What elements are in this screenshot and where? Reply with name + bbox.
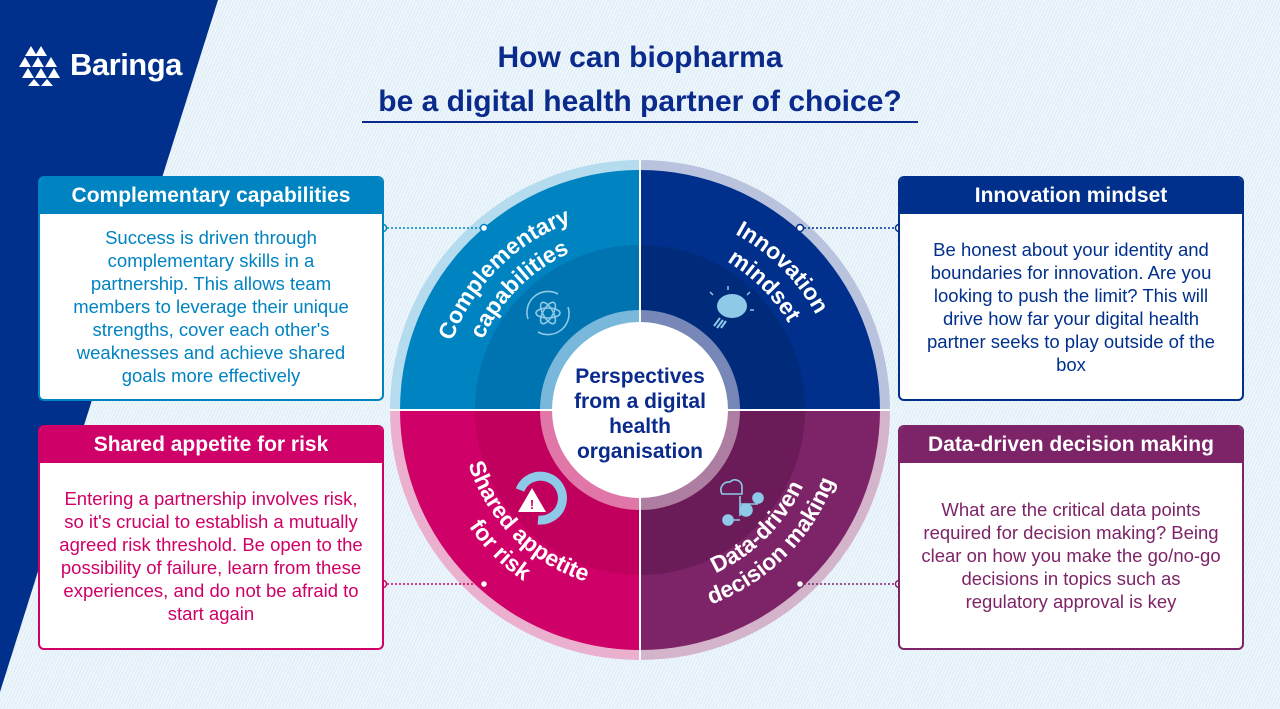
card-innovation-mindset: Innovation mindset Be honest about your … xyxy=(898,176,1244,401)
title-line-2: be a digital health partner of choice? xyxy=(378,85,902,118)
title-underline xyxy=(362,121,918,123)
risk-gauge-icon: ! xyxy=(515,471,567,525)
connector-dot xyxy=(479,223,489,233)
data-decision-tree-icon xyxy=(720,479,764,526)
card-header: Complementary capabilities xyxy=(40,178,382,214)
center-label-line: from a digital xyxy=(574,390,706,413)
card-body: Entering a partnership involves risk, so… xyxy=(59,487,363,624)
page-title: How can biopharma be a digital health pa… xyxy=(362,36,918,124)
card-header: Shared appetite for risk xyxy=(40,427,382,463)
baringa-logo-icon xyxy=(19,46,60,86)
connector-dot xyxy=(795,223,805,233)
center-label-line: organisation xyxy=(577,440,703,463)
baringa-logo: Baringa xyxy=(18,44,182,86)
card-data-driven-decision-making: Data-driven decision making What are the… xyxy=(898,425,1244,650)
card-body: Success is driven through complementary … xyxy=(73,227,349,386)
card-body: What are the critical data points requir… xyxy=(921,499,1221,612)
atom-cycle-icon xyxy=(526,290,570,336)
card-header: Innovation mindset xyxy=(900,178,1242,214)
brand-name: Baringa xyxy=(70,47,182,82)
connector-dot xyxy=(795,579,805,589)
card-shared-appetite-for-risk: Shared appetite for risk Entering a part… xyxy=(38,425,384,650)
center-circle xyxy=(552,322,728,498)
card-header: Data-driven decision making xyxy=(900,427,1242,463)
center-label-line: health xyxy=(609,415,671,438)
title-line-1: How can biopharma xyxy=(497,41,783,74)
card-body: Be honest about your identity and bounda… xyxy=(927,238,1215,375)
connector-dot xyxy=(479,579,489,589)
svg-text:!: ! xyxy=(530,497,534,512)
card-complementary-capabilities: Complementary capabilities Success is dr… xyxy=(38,176,384,401)
center-label-line: Perspectives xyxy=(575,365,705,388)
brain-lightbulb-icon xyxy=(709,286,754,329)
